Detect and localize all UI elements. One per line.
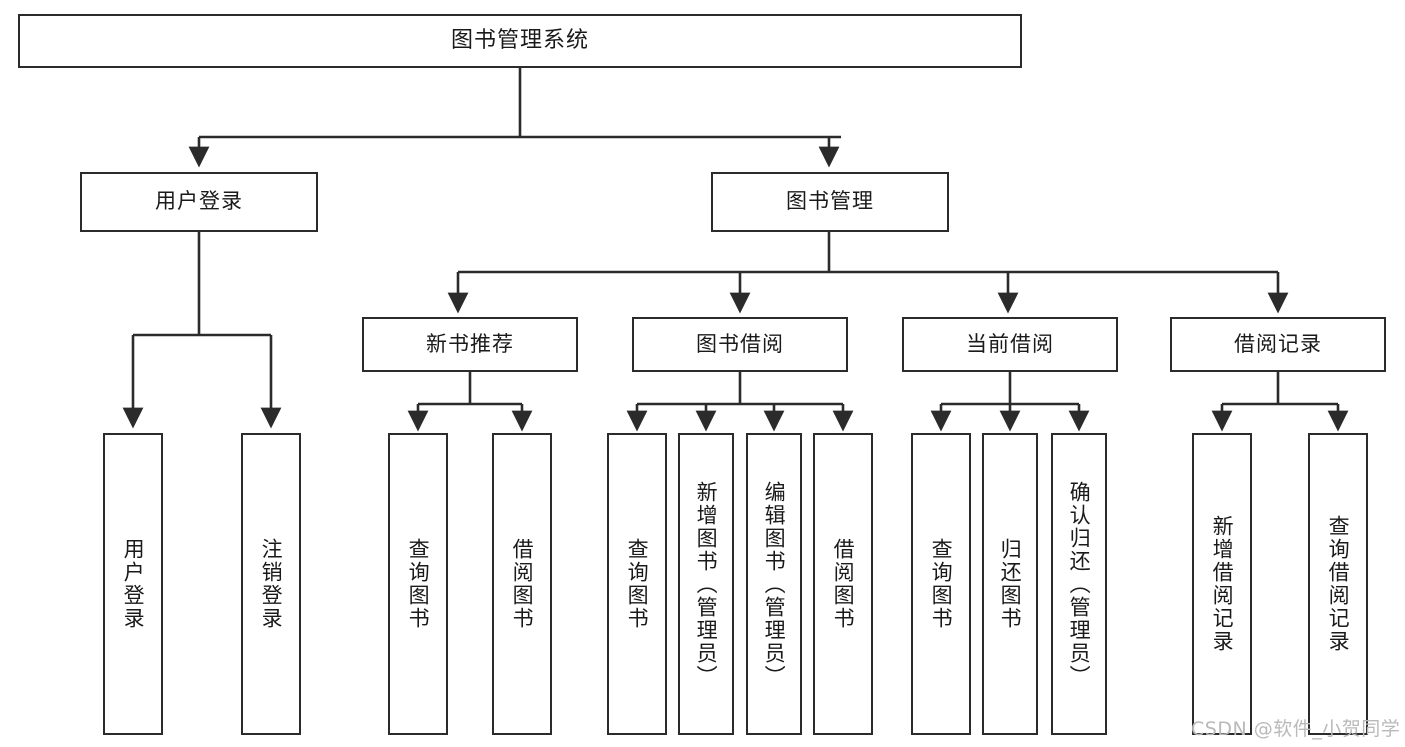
node-label: 图书管理系统 (450, 27, 589, 53)
node-label: 用户登录 (155, 189, 243, 214)
leaf-query-book-recommend[interactable]: 查询图书 (388, 433, 448, 735)
node-label: 借阅记录 (1234, 331, 1322, 356)
leaf-query-book-borrow[interactable]: 查询图书 (607, 433, 667, 735)
leaf-query-book-current[interactable]: 查询图书 (911, 433, 971, 735)
node-book-manage[interactable]: 图书管理 (711, 172, 949, 232)
node-label: 确认归还（管理员） (1067, 480, 1092, 688)
node-label: 借阅图书 (831, 538, 856, 630)
node-label: 查询图书 (625, 538, 650, 630)
node-label: 图书管理 (786, 189, 874, 214)
node-borrow-record[interactable]: 借阅记录 (1170, 317, 1386, 372)
node-label: 注销登录 (259, 538, 284, 630)
leaf-confirm-return[interactable]: 确认归还（管理员） (1051, 433, 1107, 735)
leaf-return-book[interactable]: 归还图书 (982, 433, 1038, 735)
leaf-query-borrow-record[interactable]: 查询借阅记录 (1308, 433, 1368, 735)
node-label: 图书借阅 (696, 331, 784, 356)
node-label: 新书推荐 (426, 331, 514, 356)
node-label: 借阅图书 (510, 538, 535, 630)
csdn-watermark: CSDN @软件_小贺同学 (1191, 714, 1400, 741)
node-label: 查询图书 (929, 538, 954, 630)
watermark-text: CSDN @软件_小贺同学 (1191, 718, 1401, 740)
node-book-borrow[interactable]: 图书借阅 (632, 317, 848, 372)
leaf-borrow-book[interactable]: 借阅图书 (813, 433, 873, 735)
node-new-book-recommend[interactable]: 新书推荐 (362, 317, 578, 372)
node-label: 归还图书 (998, 538, 1023, 630)
leaf-add-borrow-record[interactable]: 新增借阅记录 (1192, 433, 1252, 735)
leaf-user-login[interactable]: 用户登录 (103, 433, 163, 735)
leaf-edit-book[interactable]: 编辑图书（管理员） (746, 433, 802, 735)
node-label: 新增借阅记录 (1210, 515, 1235, 653)
node-label: 用户登录 (121, 538, 146, 630)
node-label: 当前借阅 (966, 331, 1054, 356)
node-user-login[interactable]: 用户登录 (80, 172, 318, 232)
leaf-borrow-book-recommend[interactable]: 借阅图书 (492, 433, 552, 735)
node-label: 查询图书 (406, 538, 431, 630)
node-label: 编辑图书（管理员） (762, 480, 787, 688)
node-label: 新增图书（管理员） (694, 480, 719, 688)
leaf-logout-login[interactable]: 注销登录 (241, 433, 301, 735)
leaf-add-book[interactable]: 新增图书（管理员） (678, 433, 734, 735)
node-current-borrow[interactable]: 当前借阅 (902, 317, 1118, 372)
node-root-system[interactable]: 图书管理系统 (18, 14, 1022, 68)
node-label: 查询借阅记录 (1326, 515, 1351, 653)
